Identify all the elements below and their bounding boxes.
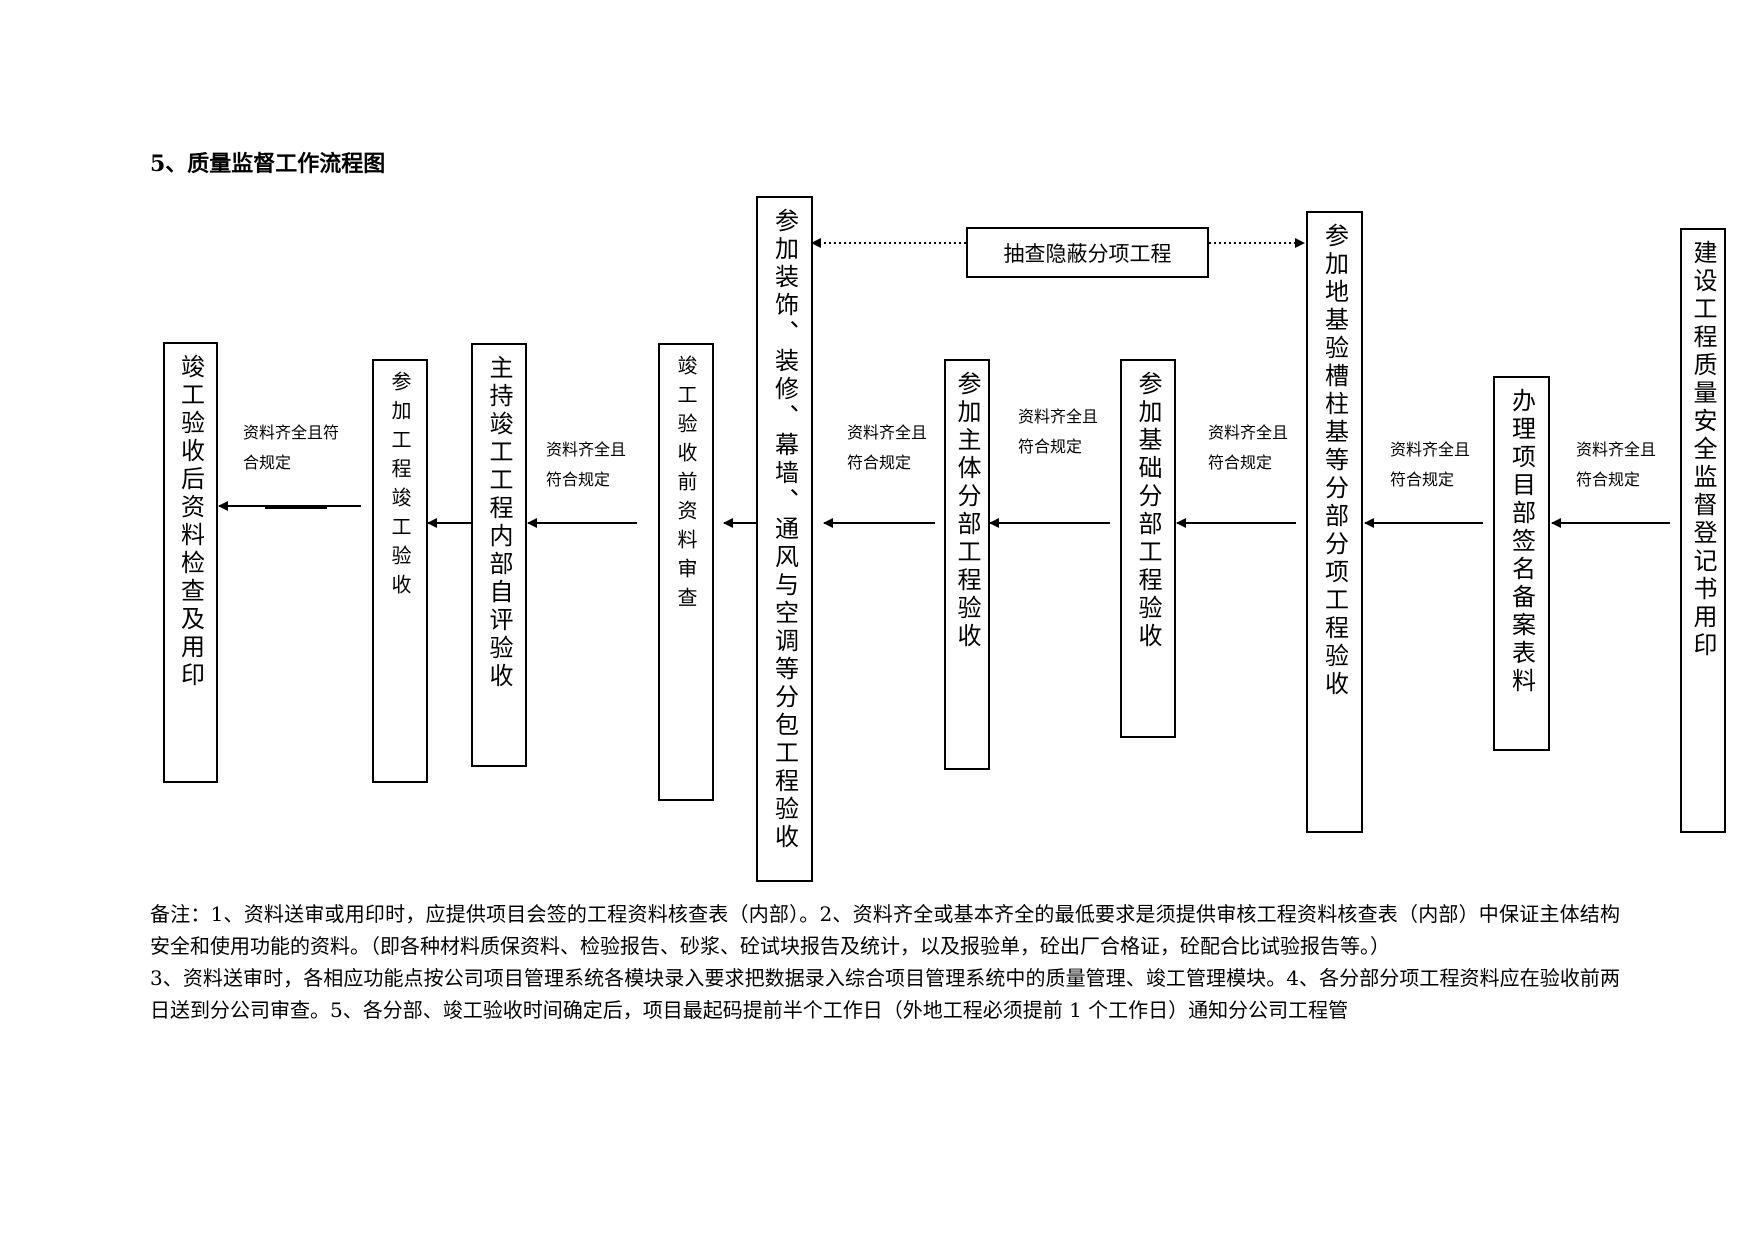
box-subcontract-acceptance: 参加装饰、装修、幕墙、通风与空调等分包工程验收	[756, 196, 813, 882]
box-supervision-registration-seal: 建设工程质量安全监督登记书用印	[1680, 228, 1726, 833]
remark-paragraph: 备注：1、资料送审或用印时，应提供项目会签的工程资料核查表（内部）。2、资料齐全…	[150, 902, 1620, 958]
edge-label-b10-b9: 资料齐全且符合规定	[1576, 440, 1657, 489]
edge-label-b6-b5: 资料齐全且符合规定	[847, 423, 928, 472]
remark-paragraph: 3、资料送审时，各相应功能点按公司项目管理系统各模块录入要求把数据录入综合项目管…	[150, 966, 1620, 1022]
edge-label-b8-b7: 资料齐全且符合规定	[1208, 423, 1289, 472]
box-subgrade-acceptance: 参加地基验槽柱基等分部分项工程验收	[1306, 211, 1363, 833]
box-attend-completion-acceptance: 参加工程竣工验收	[372, 359, 428, 783]
edge-label-b2-b1: 资料齐全且符合规定	[243, 423, 340, 472]
edge-label-b4-b3: 资料齐全且符合规定	[546, 440, 627, 489]
box-foundation-acceptance: 参加基础分部工程验收	[1120, 359, 1176, 738]
box-pre-completion-doc-review: 竣工验收前资料审查	[658, 343, 714, 801]
box-project-signature-record: 办理项目部签名备案表料	[1493, 376, 1550, 751]
edge-label-b7-b6: 资料齐全且符合规定	[1018, 407, 1099, 456]
remarks: 备注：1、资料送审或用印时，应提供项目会签的工程资料核查表（内部）。2、资料齐全…	[150, 898, 1620, 1026]
box-internal-self-evaluation: 主持竣工工程内部自评验收	[471, 343, 527, 767]
box-spot-check-concealed-works: 抽查隐蔽分项工程	[966, 227, 1209, 278]
page-title: 5、质量监督工作流程图	[150, 151, 386, 177]
box-completion-doc-check: 竣工验收后资料检查及用印	[163, 342, 218, 783]
edge-label-b9-b8: 资料齐全且符合规定	[1390, 440, 1471, 489]
box-main-structure-acceptance: 参加主体分部工程验收	[944, 359, 990, 770]
